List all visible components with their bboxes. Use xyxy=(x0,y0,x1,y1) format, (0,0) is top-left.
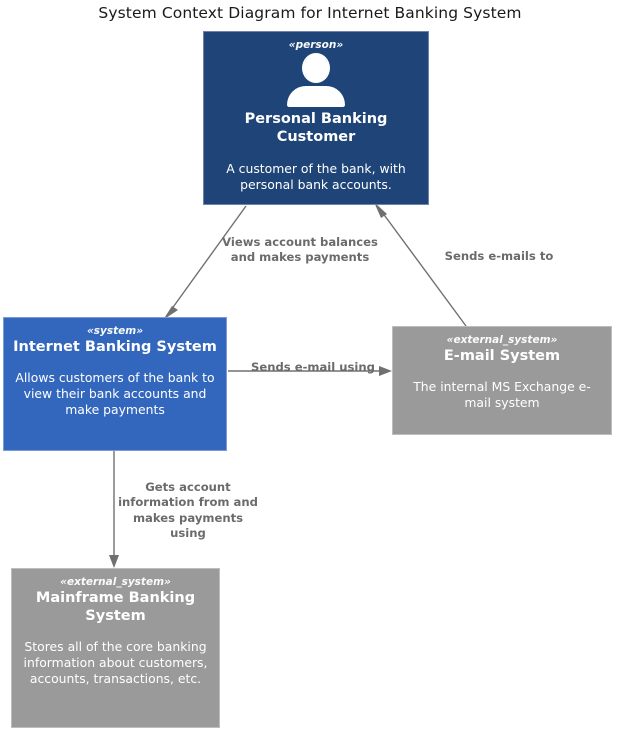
node-title: Mainframe Banking System xyxy=(35,590,196,624)
node-title: Personal Banking Customer xyxy=(244,111,388,145)
node-title: Internet Banking System xyxy=(13,339,217,356)
edge-label-customer-to-ibs: Views account balances and makes payment… xyxy=(222,235,378,265)
node-description: The internal MS Exchange e-mail system xyxy=(413,378,591,411)
node-stereotype: «system» xyxy=(86,325,144,337)
node-mainframe-banking-system[interactable]: «external_system» Mainframe Banking Syst… xyxy=(11,568,220,728)
edge-label-email-to-customer: Sends e-mails to xyxy=(444,249,554,263)
page-title: System Context Diagram for Internet Bank… xyxy=(98,4,522,22)
node-description: A customer of the bank, with personal ba… xyxy=(226,160,406,192)
edge-label-ibs-to-mainframe: Gets account information from and makes … xyxy=(118,480,258,540)
node-title: E-mail System xyxy=(443,348,561,365)
node-personal-banking-customer[interactable]: «person» Personal Banking Customer A cus… xyxy=(203,31,429,205)
node-stereotype: «external_system» xyxy=(60,576,171,588)
node-description: Allows customers of the bank to view the… xyxy=(15,369,215,418)
person-icon xyxy=(287,53,345,108)
node-internet-banking-system[interactable]: «system» Internet Banking System Allows … xyxy=(3,317,227,451)
node-stereotype: «external_system» xyxy=(446,334,558,346)
node-stereotype: «person» xyxy=(288,39,344,51)
edge-label-ibs-to-email: Sends e-mail using xyxy=(251,360,375,374)
node-description: Stores all of the core banking informati… xyxy=(23,638,208,687)
node-email-system[interactable]: «external_system» E-mail System The inte… xyxy=(392,326,612,435)
